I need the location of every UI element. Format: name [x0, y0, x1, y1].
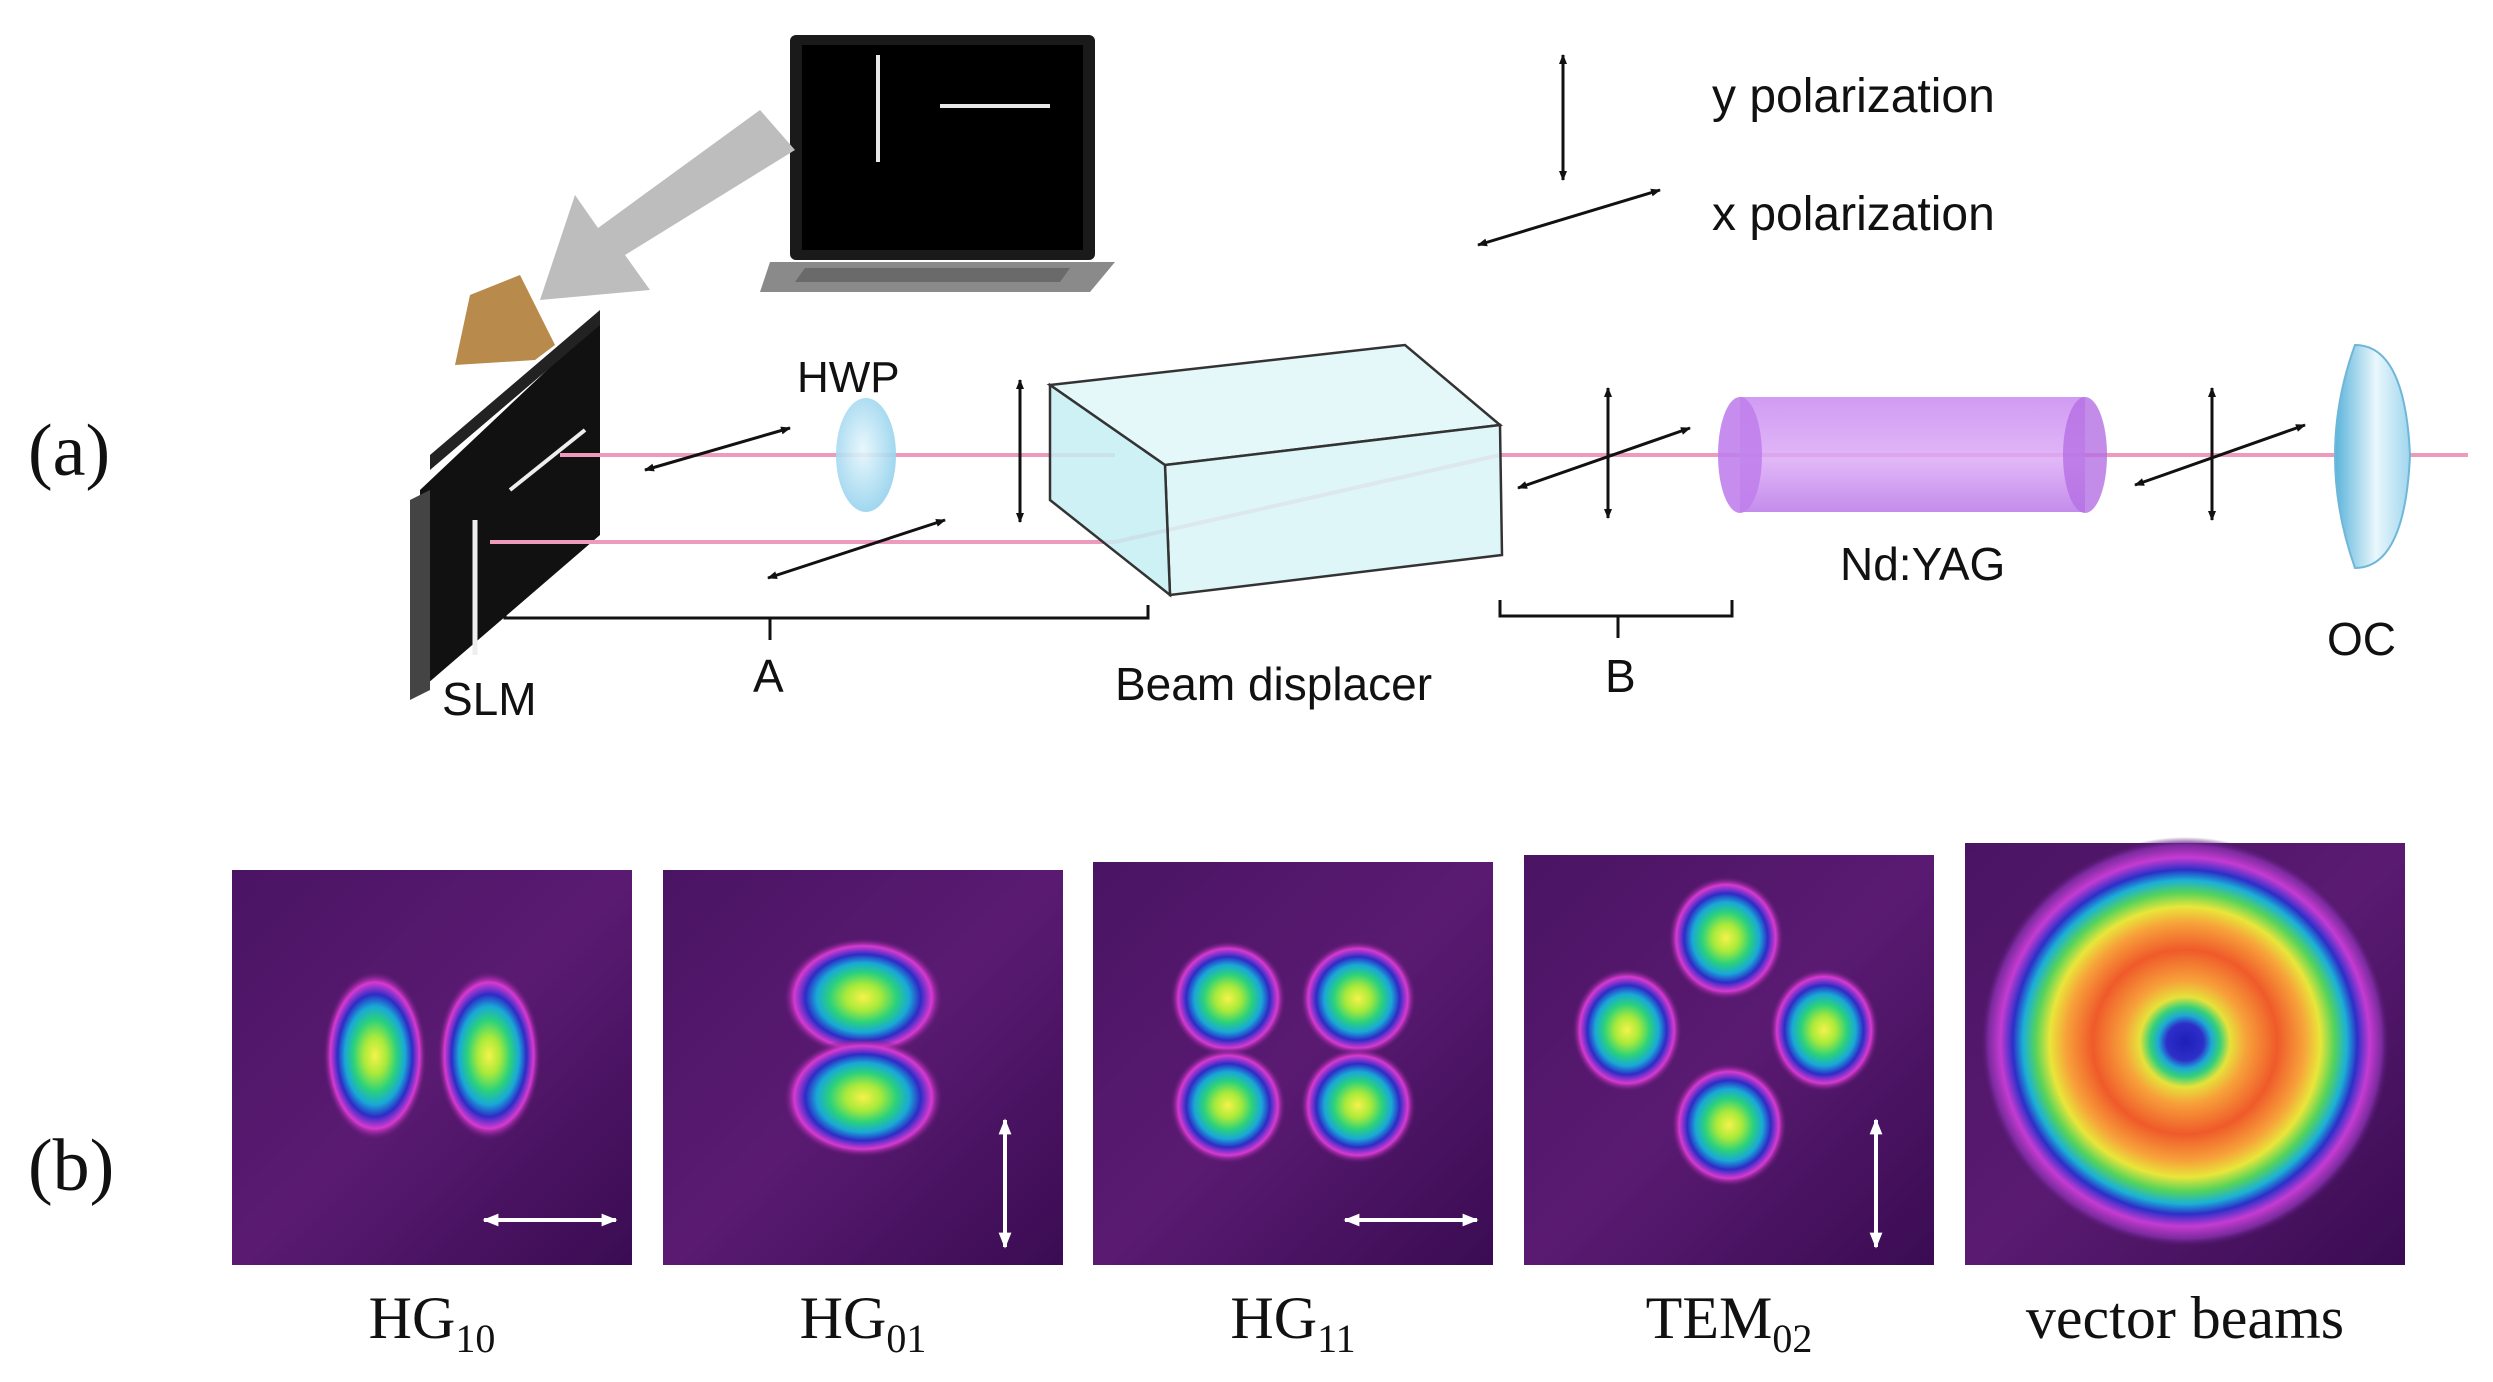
- nd-yag-label: Nd:YAG: [1840, 538, 2005, 590]
- slm-device: [410, 275, 600, 700]
- beam-displacer-label: Beam displacer: [1115, 658, 1432, 710]
- x-pol-arrow-icon: [2134, 423, 2306, 487]
- intensity-lobe: [323, 970, 427, 1141]
- polarization-arrows: [644, 54, 2306, 580]
- mode-pane-tem02: TEM02: [1524, 855, 1934, 1361]
- bracket-a: [503, 605, 1150, 640]
- mode-caption: HG01: [800, 1285, 927, 1361]
- intensity-lobe: [1668, 876, 1784, 1000]
- x-pol-arrow-icon: [1517, 426, 1691, 490]
- intensity-lobe: [1170, 940, 1286, 1057]
- x-pol-arrow-icon: [767, 518, 946, 580]
- intensity-lobe: [783, 937, 943, 1058]
- mode-caption: vector beams: [2026, 1285, 2344, 1351]
- intensity-lobe: [1671, 1063, 1787, 1187]
- intensity-lobe: [1769, 968, 1879, 1092]
- intensity-lobe: [437, 970, 541, 1141]
- laptop-icon: [760, 35, 1115, 292]
- legend-y-polarization: y polarization: [1712, 70, 1995, 123]
- legend-x-polarization: x polarization: [1712, 188, 1995, 241]
- panel-b: (b) HG10 HG01 HG11 TEM02 vector beams: [28, 837, 2405, 1361]
- beam-displacer-crystal: [1046, 343, 1504, 598]
- segment-b-label: B: [1605, 650, 1636, 702]
- mode-pane-background: [232, 870, 632, 1265]
- nd-yag-rod: [1718, 397, 2107, 513]
- legend-x-arrow-icon: [1477, 188, 1661, 247]
- oc-label: OC: [2327, 613, 2396, 665]
- x-pol-arrow-icon: [644, 426, 791, 472]
- intensity-lobe: [783, 1037, 943, 1158]
- intensity-lobe: [1572, 968, 1682, 1092]
- bracket-b: [1498, 600, 1734, 638]
- mode-caption: HG10: [369, 1285, 496, 1361]
- mode-caption: HG11: [1230, 1285, 1355, 1361]
- panel-a-label: (a): [28, 410, 110, 492]
- mode-pane-hg10: HG10: [232, 870, 632, 1361]
- panel-a: (a) HWP: [28, 35, 2468, 725]
- mode-images: HG10 HG01 HG11 TEM02 vector beams: [232, 837, 2405, 1361]
- mode-caption: TEM02: [1646, 1285, 1813, 1361]
- mode-pane-hg11: HG11: [1093, 862, 1493, 1361]
- hwp-label: HWP: [797, 353, 900, 402]
- intensity-lobe: [1300, 1047, 1416, 1164]
- control-arrow-icon: [540, 110, 795, 300]
- segment-a-label: A: [753, 650, 784, 702]
- intensity-ring: [1980, 837, 2390, 1247]
- mode-pane-background: [1093, 862, 1493, 1265]
- mode-pane-hg01: HG01: [663, 870, 1063, 1361]
- panel-b-label: (b): [28, 1125, 114, 1207]
- segment-brackets: [503, 600, 1734, 640]
- slm-label: SLM: [442, 673, 537, 725]
- output-coupler: [2334, 343, 2412, 570]
- mode-pane-vector: vector beams: [1965, 837, 2405, 1351]
- hwp-plate: [836, 398, 896, 512]
- intensity-lobe: [1300, 940, 1416, 1057]
- intensity-lobe: [1170, 1047, 1286, 1164]
